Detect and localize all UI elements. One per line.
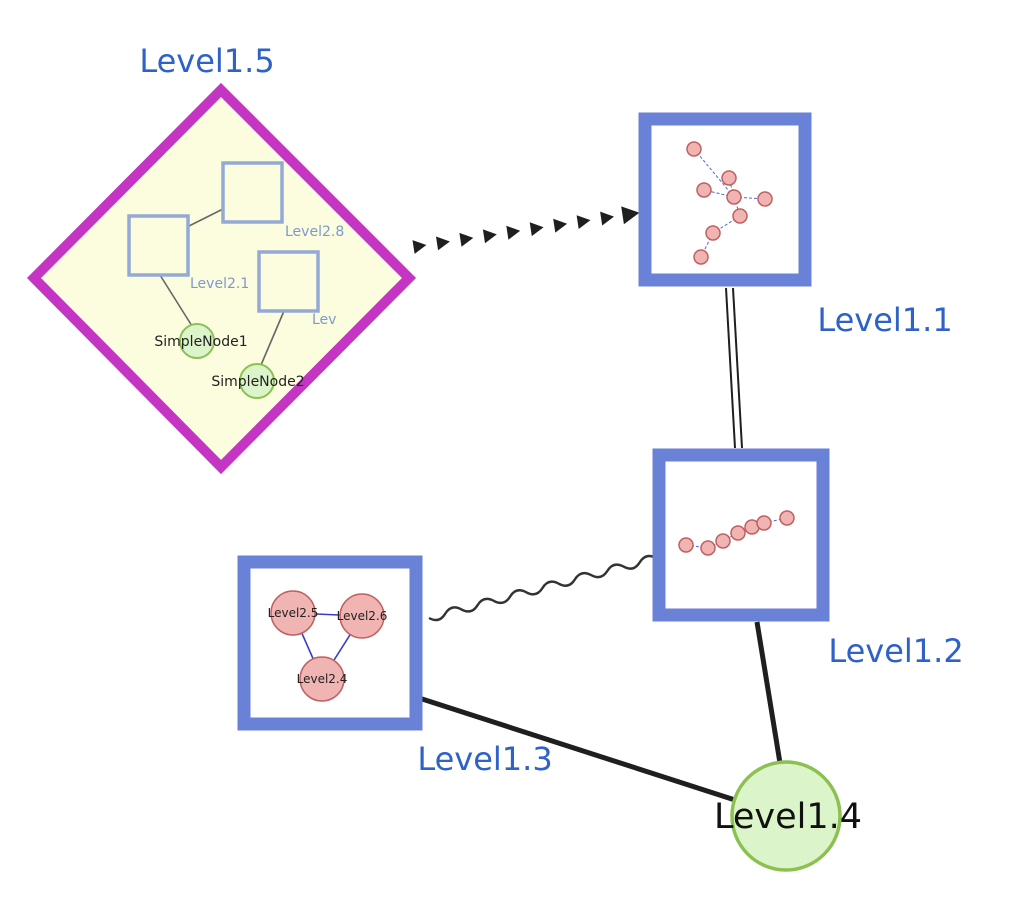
minigraph-level1-2 <box>678 510 795 556</box>
label-level2-5: Level2.5 <box>268 606 319 620</box>
arrow-dash <box>576 215 591 229</box>
node-level2-8[interactable] <box>221 161 284 224</box>
group-node-level1-2[interactable] <box>652 448 830 622</box>
mini-node[interactable] <box>678 537 694 553</box>
mini-edge[interactable] <box>693 148 735 198</box>
label-level1-5: Level1.5 <box>139 42 274 80</box>
mini-node[interactable] <box>726 189 742 205</box>
mini-node[interactable] <box>693 249 709 265</box>
mini-edge[interactable] <box>685 544 709 549</box>
mini-edge[interactable] <box>763 517 788 524</box>
group-rect-level1-1[interactable] <box>638 112 812 287</box>
mini-node[interactable] <box>700 540 716 556</box>
label-level1-3: Level1.3 <box>417 740 552 778</box>
mini-node[interactable] <box>732 208 748 224</box>
arrow-dash <box>482 229 497 244</box>
arrow-dash <box>553 218 568 233</box>
double-edge-line-2 <box>732 287 743 449</box>
arrow-dash <box>436 236 450 251</box>
minigraph-level1-1 <box>686 141 773 265</box>
label-level2-6: Level2.6 <box>337 609 388 623</box>
mini-node[interactable] <box>721 170 737 186</box>
edge-double-level11-level12[interactable] <box>725 287 743 449</box>
mini-node[interactable] <box>705 225 721 241</box>
node-simplenode1[interactable] <box>179 323 215 359</box>
label-level2-8: Level2.8 <box>285 224 344 240</box>
arrow-dash <box>506 225 521 240</box>
node-level2-4[interactable] <box>299 656 345 702</box>
arrow-dash <box>459 232 474 247</box>
edge-level12-level14[interactable] <box>754 621 783 764</box>
arrow-dash <box>529 222 544 237</box>
label-level2-1: Level2.1 <box>190 276 249 292</box>
edge-level13-level14[interactable] <box>418 695 736 803</box>
label-simplenode2: SimpleNode2 <box>211 374 304 390</box>
edge-wavy-level13-level12[interactable] <box>428 554 657 622</box>
edge-level21-level28[interactable] <box>186 208 224 228</box>
label-simplenode1: SimpleNode1 <box>154 334 247 350</box>
mini-node[interactable] <box>730 525 746 541</box>
edge-level21-simplenode1[interactable] <box>159 274 193 327</box>
node-simplenode2[interactable] <box>239 363 275 399</box>
label-level2-4: Level2.4 <box>297 672 348 686</box>
group-node-level1-3[interactable]: Level2.5 Level2.6 Level2.4 <box>237 555 423 731</box>
mini-node[interactable] <box>779 510 795 526</box>
group-node-level1-5[interactable]: Level2.8 Level2.1 Lev SimpleNode1 Simple… <box>26 82 417 475</box>
label-level1-4: Level1.4 <box>714 797 862 837</box>
arrow-dash <box>412 240 427 254</box>
mini-node[interactable] <box>686 141 702 157</box>
mini-node[interactable] <box>696 182 712 198</box>
node-level2-1[interactable] <box>127 214 190 277</box>
node-level2-trunc[interactable] <box>257 250 320 313</box>
node-level2-6[interactable] <box>339 593 385 639</box>
mini-node[interactable] <box>715 533 731 549</box>
node-level2-5[interactable] <box>270 590 316 636</box>
double-edge-line-1 <box>725 287 736 449</box>
mini-node[interactable] <box>756 515 772 531</box>
label-level1-1: Level1.1 <box>817 301 952 339</box>
label-level2-trunc: Lev <box>312 312 336 328</box>
label-level1-2: Level1.2 <box>828 632 963 670</box>
mini-node[interactable] <box>757 191 773 207</box>
arrow-dash <box>621 206 640 225</box>
diamond-shape-level1-5[interactable] <box>26 82 417 475</box>
node-level1-4[interactable] <box>730 760 842 872</box>
arrow-dash <box>600 211 614 226</box>
edge-dashed-arrow-level15-level11[interactable] <box>412 206 640 254</box>
edge-levtrunc-simplenode2[interactable] <box>260 310 285 366</box>
group-node-level1-1[interactable] <box>638 112 812 287</box>
